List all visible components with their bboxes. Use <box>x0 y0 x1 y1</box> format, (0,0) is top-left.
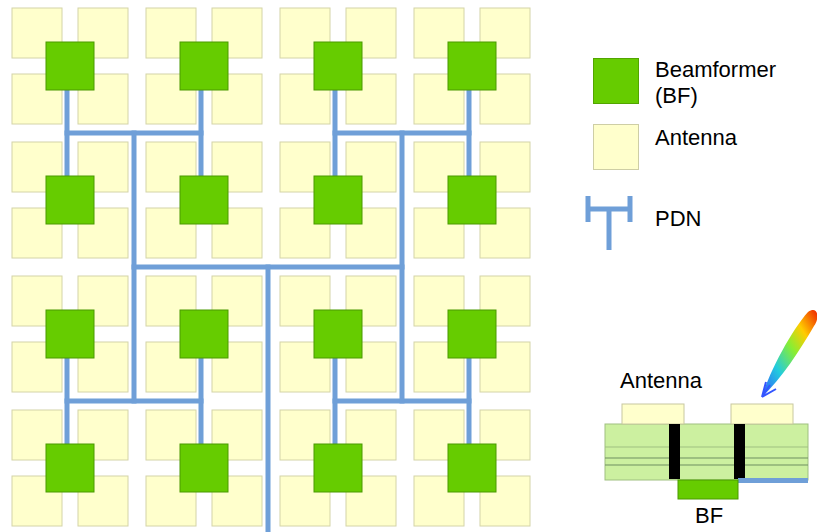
beamformer-chip <box>678 480 738 499</box>
pdn-line <box>266 267 271 530</box>
part-label: BF <box>695 503 723 529</box>
cross-section <box>605 310 817 499</box>
legend-text: Beamformer (BF) <box>655 57 805 109</box>
via <box>669 424 680 479</box>
antenna-patch <box>731 404 793 424</box>
beamformer <box>46 42 94 90</box>
pdn-symbol <box>588 196 630 250</box>
pdn-tree <box>67 66 469 530</box>
beamformer <box>314 444 362 492</box>
via <box>734 424 745 479</box>
beamformer <box>314 42 362 90</box>
legend-text: PDN <box>655 206 805 232</box>
beamformer <box>314 310 362 358</box>
beamformer <box>46 176 94 224</box>
beamformer <box>448 444 496 492</box>
beamformer <box>448 42 496 90</box>
beamformer <box>448 176 496 224</box>
legend-text: Antenna <box>655 125 805 151</box>
beam-base <box>762 382 776 397</box>
beamformer <box>180 310 228 358</box>
beam-lobe <box>762 310 817 397</box>
beamformer <box>448 310 496 358</box>
beamformer <box>46 444 94 492</box>
beamformer <box>180 42 228 90</box>
beamformer <box>180 444 228 492</box>
pdn-trace <box>738 478 808 483</box>
antenna-patch <box>622 404 684 424</box>
legend-swatch <box>593 124 639 170</box>
part-label: Antenna <box>620 368 702 394</box>
beamformer <box>180 176 228 224</box>
beamformer <box>46 310 94 358</box>
beamformer <box>314 176 362 224</box>
antenna-grid <box>12 8 530 526</box>
legend-swatch <box>593 58 639 104</box>
substrate <box>605 424 808 480</box>
